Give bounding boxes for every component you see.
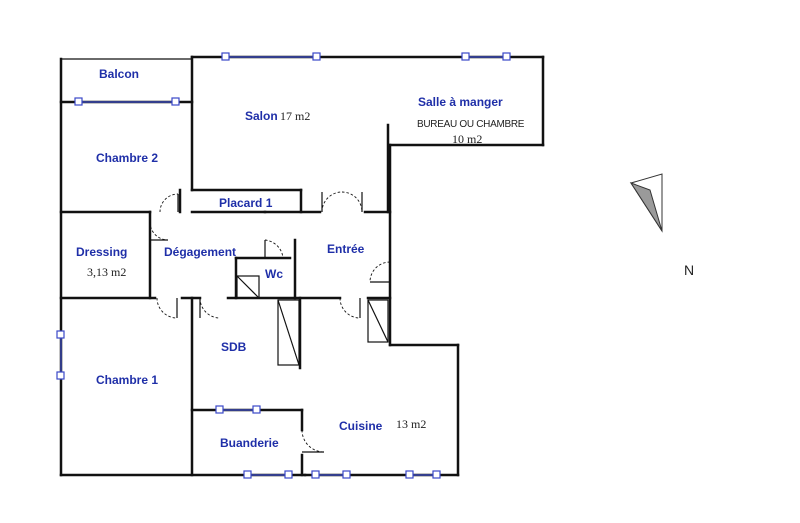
room-labels: Balcon Salon 17 m2 Salle à manger BUREAU… [76, 67, 525, 450]
label-placard: Placard 1 [219, 196, 273, 210]
label-degagement: Dégagement [164, 245, 236, 259]
north-label: N [684, 262, 694, 278]
shafts [236, 275, 389, 366]
area-bureau: 10 m2 [452, 132, 482, 146]
label-cuisine: Cuisine [339, 419, 383, 433]
label-wc: Wc [265, 267, 283, 281]
doors [149, 191, 391, 453]
label-bureau-ou-chambre: BUREAU OU CHAMBRE [417, 119, 525, 130]
label-balcon: Balcon [99, 67, 139, 81]
area-cuisine: 13 m2 [396, 417, 426, 431]
windows [56, 52, 511, 479]
label-chambre-1: Chambre 1 [96, 373, 158, 387]
label-entree: Entrée [327, 242, 365, 256]
area-dressing: 3,13 m2 [87, 265, 126, 279]
label-dressing: Dressing [76, 245, 127, 259]
label-sdb: SDB [221, 340, 247, 354]
area-salon: 17 m2 [280, 109, 310, 123]
compass-icon [629, 173, 663, 233]
label-chambre-2: Chambre 2 [96, 151, 158, 165]
label-salle-a-manger: Salle à manger [418, 95, 503, 109]
label-salon: Salon [245, 109, 278, 123]
label-buanderie: Buanderie [220, 436, 279, 450]
